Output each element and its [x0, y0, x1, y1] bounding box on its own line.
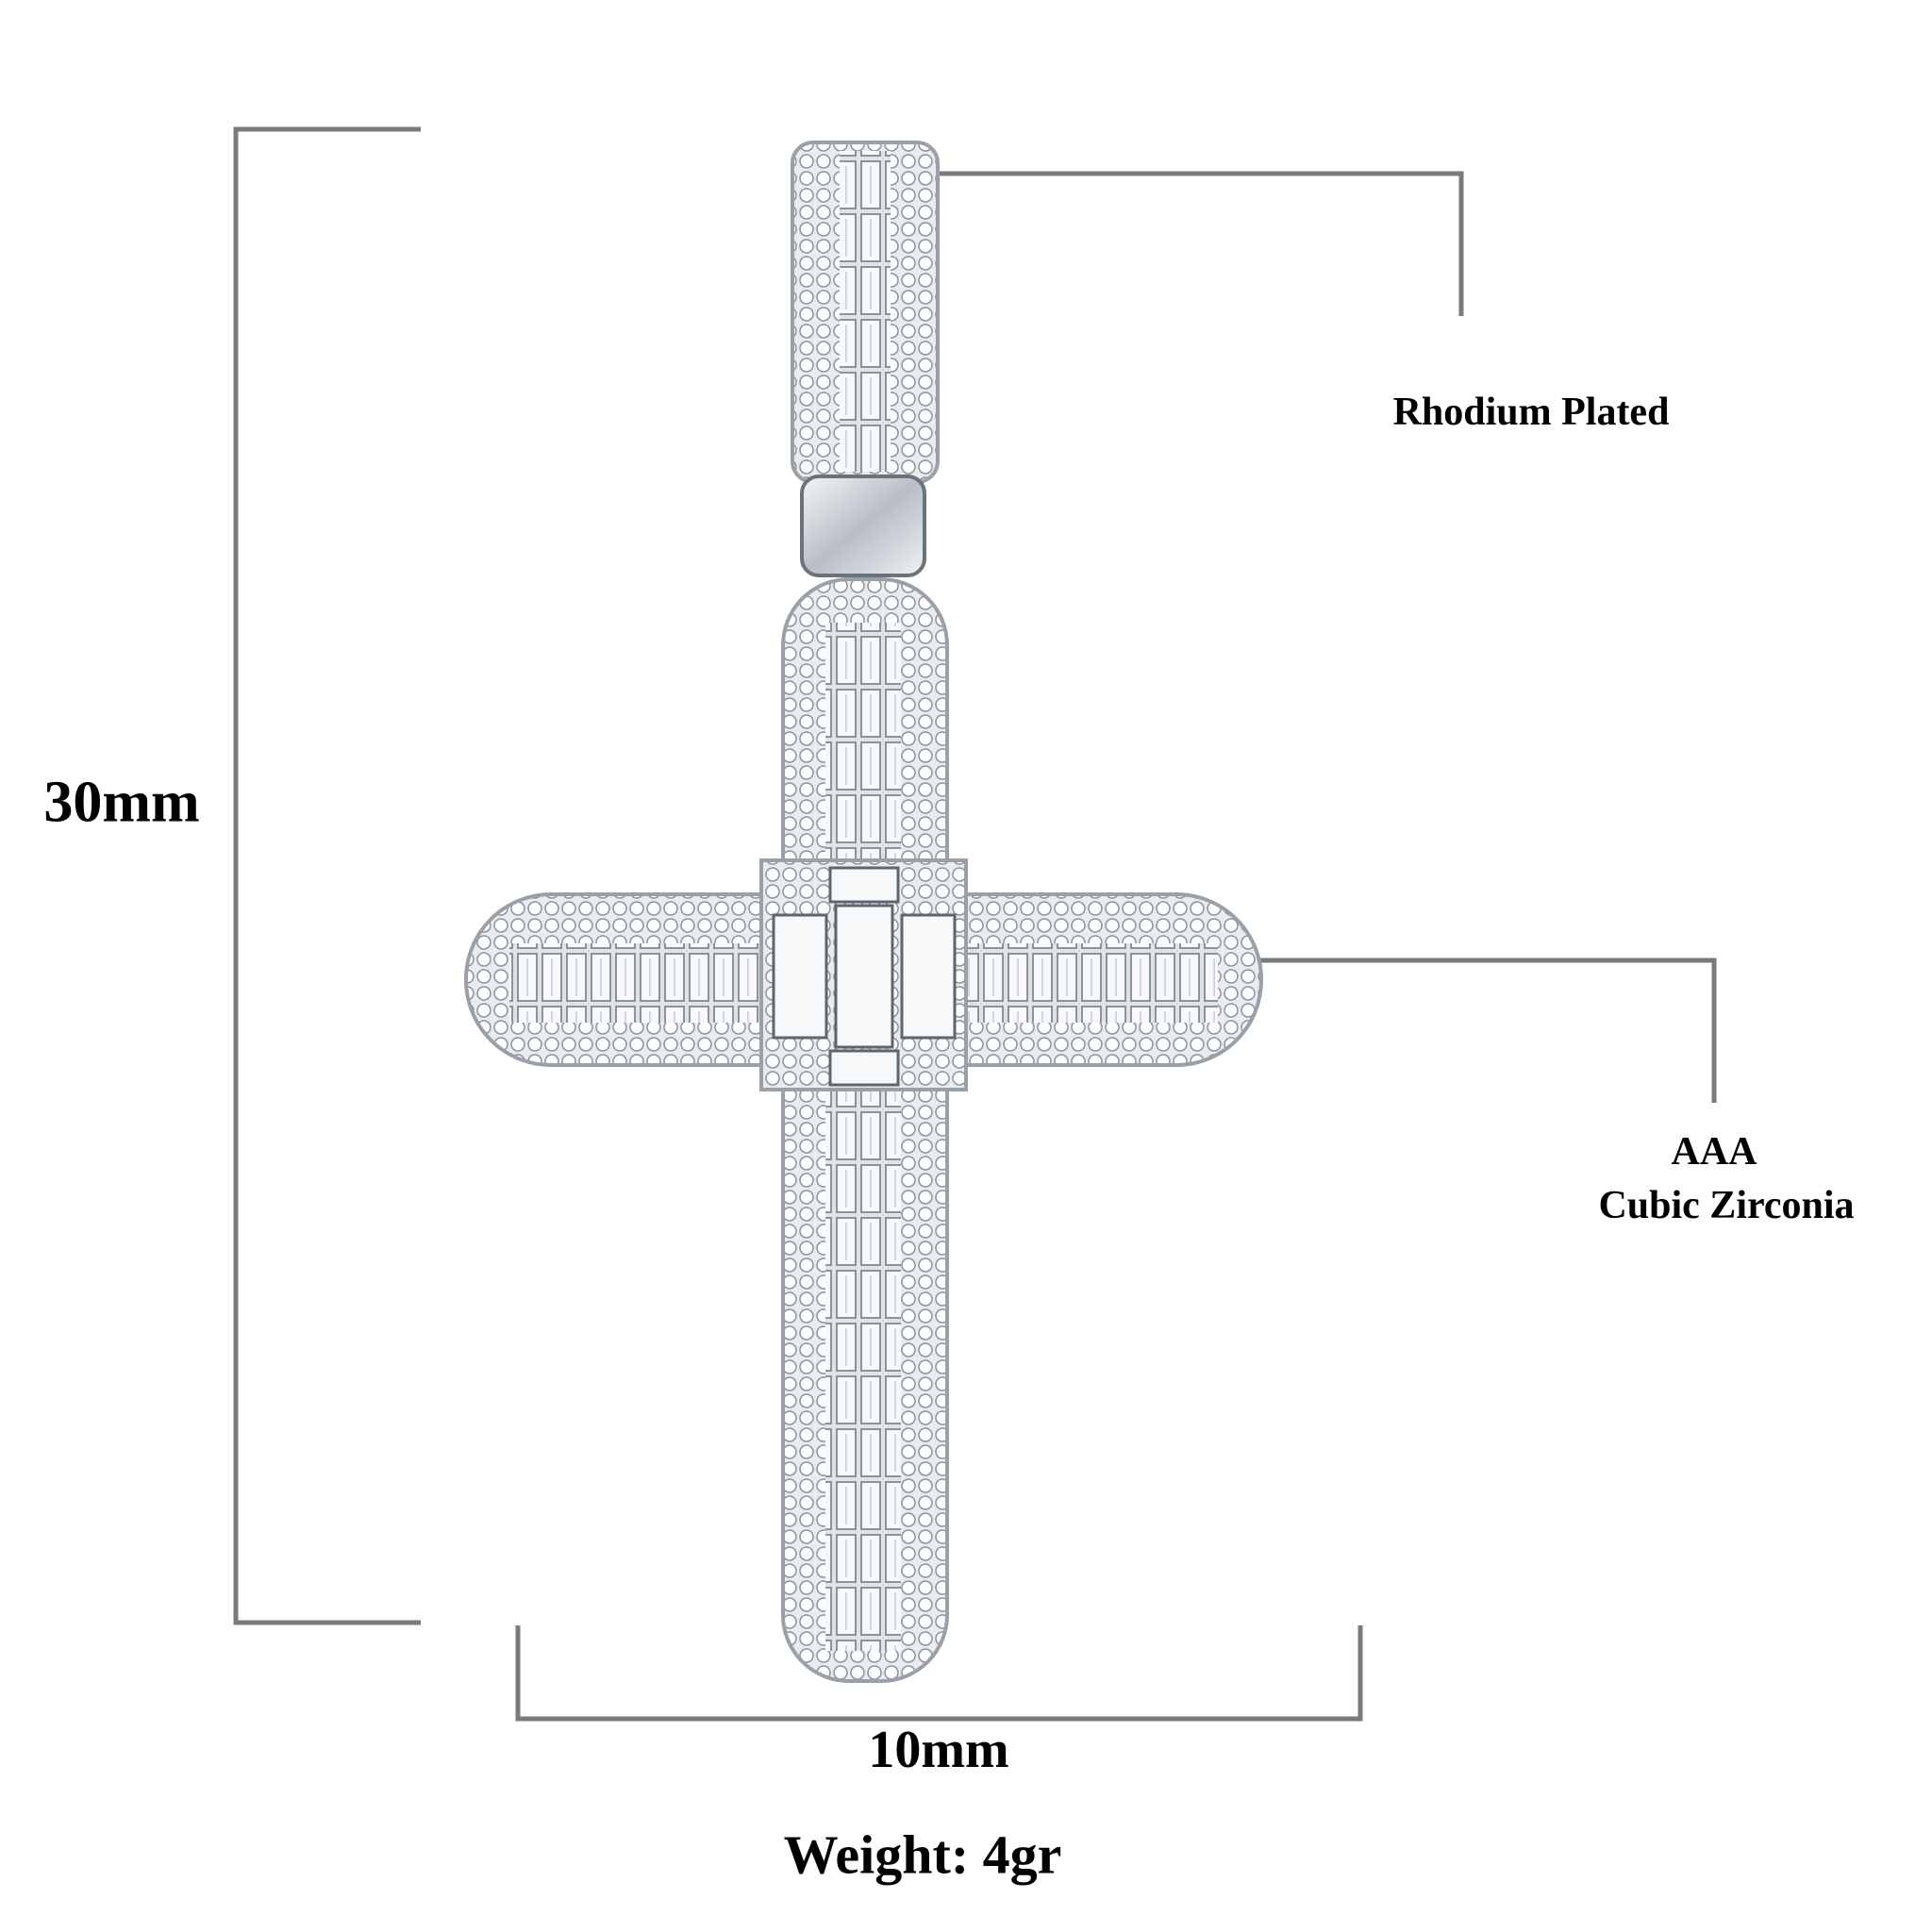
plating-leader-line	[917, 171, 1464, 316]
plating-label: Rhodium Plated	[1392, 391, 1670, 434]
width-dimension-label: 10mm	[868, 1721, 1009, 1779]
width-bracket	[515, 1625, 1363, 1722]
bail-hinge	[800, 475, 926, 577]
stone-leader-line	[1041, 958, 1717, 1103]
stone-grade-label: AAA	[1671, 1130, 1757, 1174]
cross-pendant-image	[464, 141, 1263, 1683]
weight-label: Weight: 4gr	[783, 1824, 1062, 1886]
height-dimension-label: 30mm	[43, 770, 200, 835]
stone-type-label: Cubic Zirconia	[1598, 1184, 1855, 1227]
height-bracket	[233, 126, 421, 1625]
